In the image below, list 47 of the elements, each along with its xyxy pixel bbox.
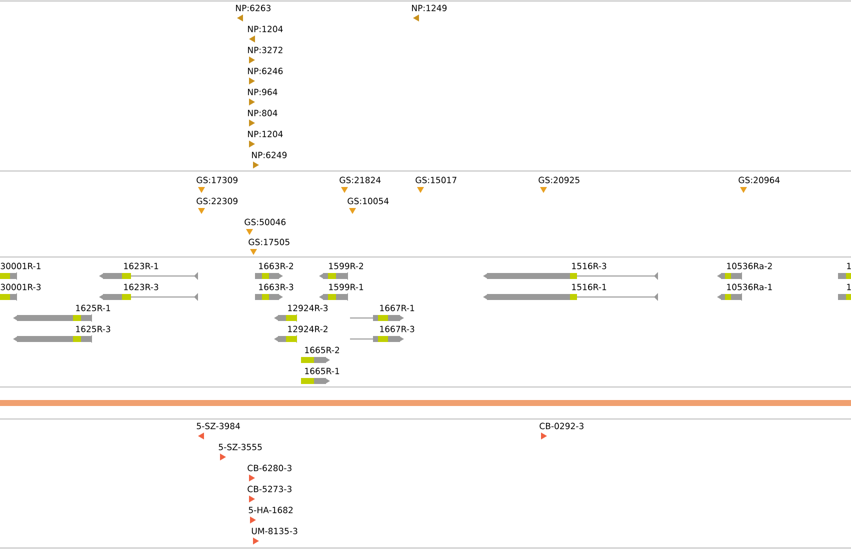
feature-label: NP:964 (248, 88, 278, 96)
feature-label: GS:20964 (738, 176, 780, 184)
feature-label: 1 (847, 284, 851, 290)
feature-label: CB-6280-3 (248, 464, 292, 472)
feature-label: 5-HA-1682 (248, 506, 293, 514)
feature-label: 1623R-3 (124, 284, 158, 290)
feature-label: CB-5273-3 (248, 486, 292, 492)
feature-label: 1625R-1 (76, 304, 110, 312)
feature-label: NP:1249 (412, 4, 447, 12)
feature-label: GS:10054 (348, 198, 389, 204)
feature-label: NP:6263 (236, 4, 270, 12)
feature-label: NP:1204 (248, 26, 283, 32)
feature-label: NP:6249 (252, 152, 287, 158)
feature-label: 5-SZ-3555 (218, 444, 262, 450)
feature-label: 10536Ra-1 (727, 284, 772, 290)
feature-label: GS:22309 (196, 198, 238, 204)
feature-label: 30001R-3 (0, 284, 41, 290)
feature-label: 1665R-1 (305, 368, 340, 374)
feature-label: 1625R-3 (76, 326, 110, 332)
feature-label: NP:6246 (248, 68, 283, 74)
feature-label: NP:3272 (248, 46, 282, 54)
feature-label: CB-0292-3 (540, 422, 584, 430)
feature-label: 1623R-1 (124, 262, 158, 270)
feature-label: 1 (847, 262, 851, 270)
feature-label: 1667R-1 (380, 304, 414, 312)
feature-label: NP:804 (248, 110, 278, 116)
feature-label: GS:50046 (244, 218, 286, 226)
feature-label: NP:1204 (248, 130, 283, 138)
feature-label: 1599R-2 (329, 262, 364, 270)
feature-label: GS:21824 (340, 176, 381, 184)
feature-label: 1663R-2 (259, 262, 294, 270)
feature-label: 1667R-3 (380, 326, 414, 332)
feature-label: 12924R-3 (288, 304, 328, 312)
feature-label: 5-SZ-3984 (196, 422, 240, 430)
feature-label: 1516R-1 (572, 284, 606, 290)
feature-label: 10536Ra-2 (727, 262, 772, 270)
feature-label: GS:15017 (416, 176, 456, 184)
feature-label: 1665R-2 (305, 346, 340, 354)
feature-label: 1663R-3 (259, 284, 294, 290)
feature-label: 1599R-1 (329, 284, 364, 290)
feature-label: GS:20925 (538, 176, 580, 184)
feature-label: 1516R-3 (572, 262, 606, 270)
feature-label: 12924R-2 (288, 326, 328, 332)
feature-label: 30001R-1 (0, 262, 40, 270)
feature-label: GS:17505 (248, 238, 290, 246)
feature-label: UM-8135-3 (252, 528, 298, 534)
feature-label: GS:17309 (196, 176, 238, 184)
